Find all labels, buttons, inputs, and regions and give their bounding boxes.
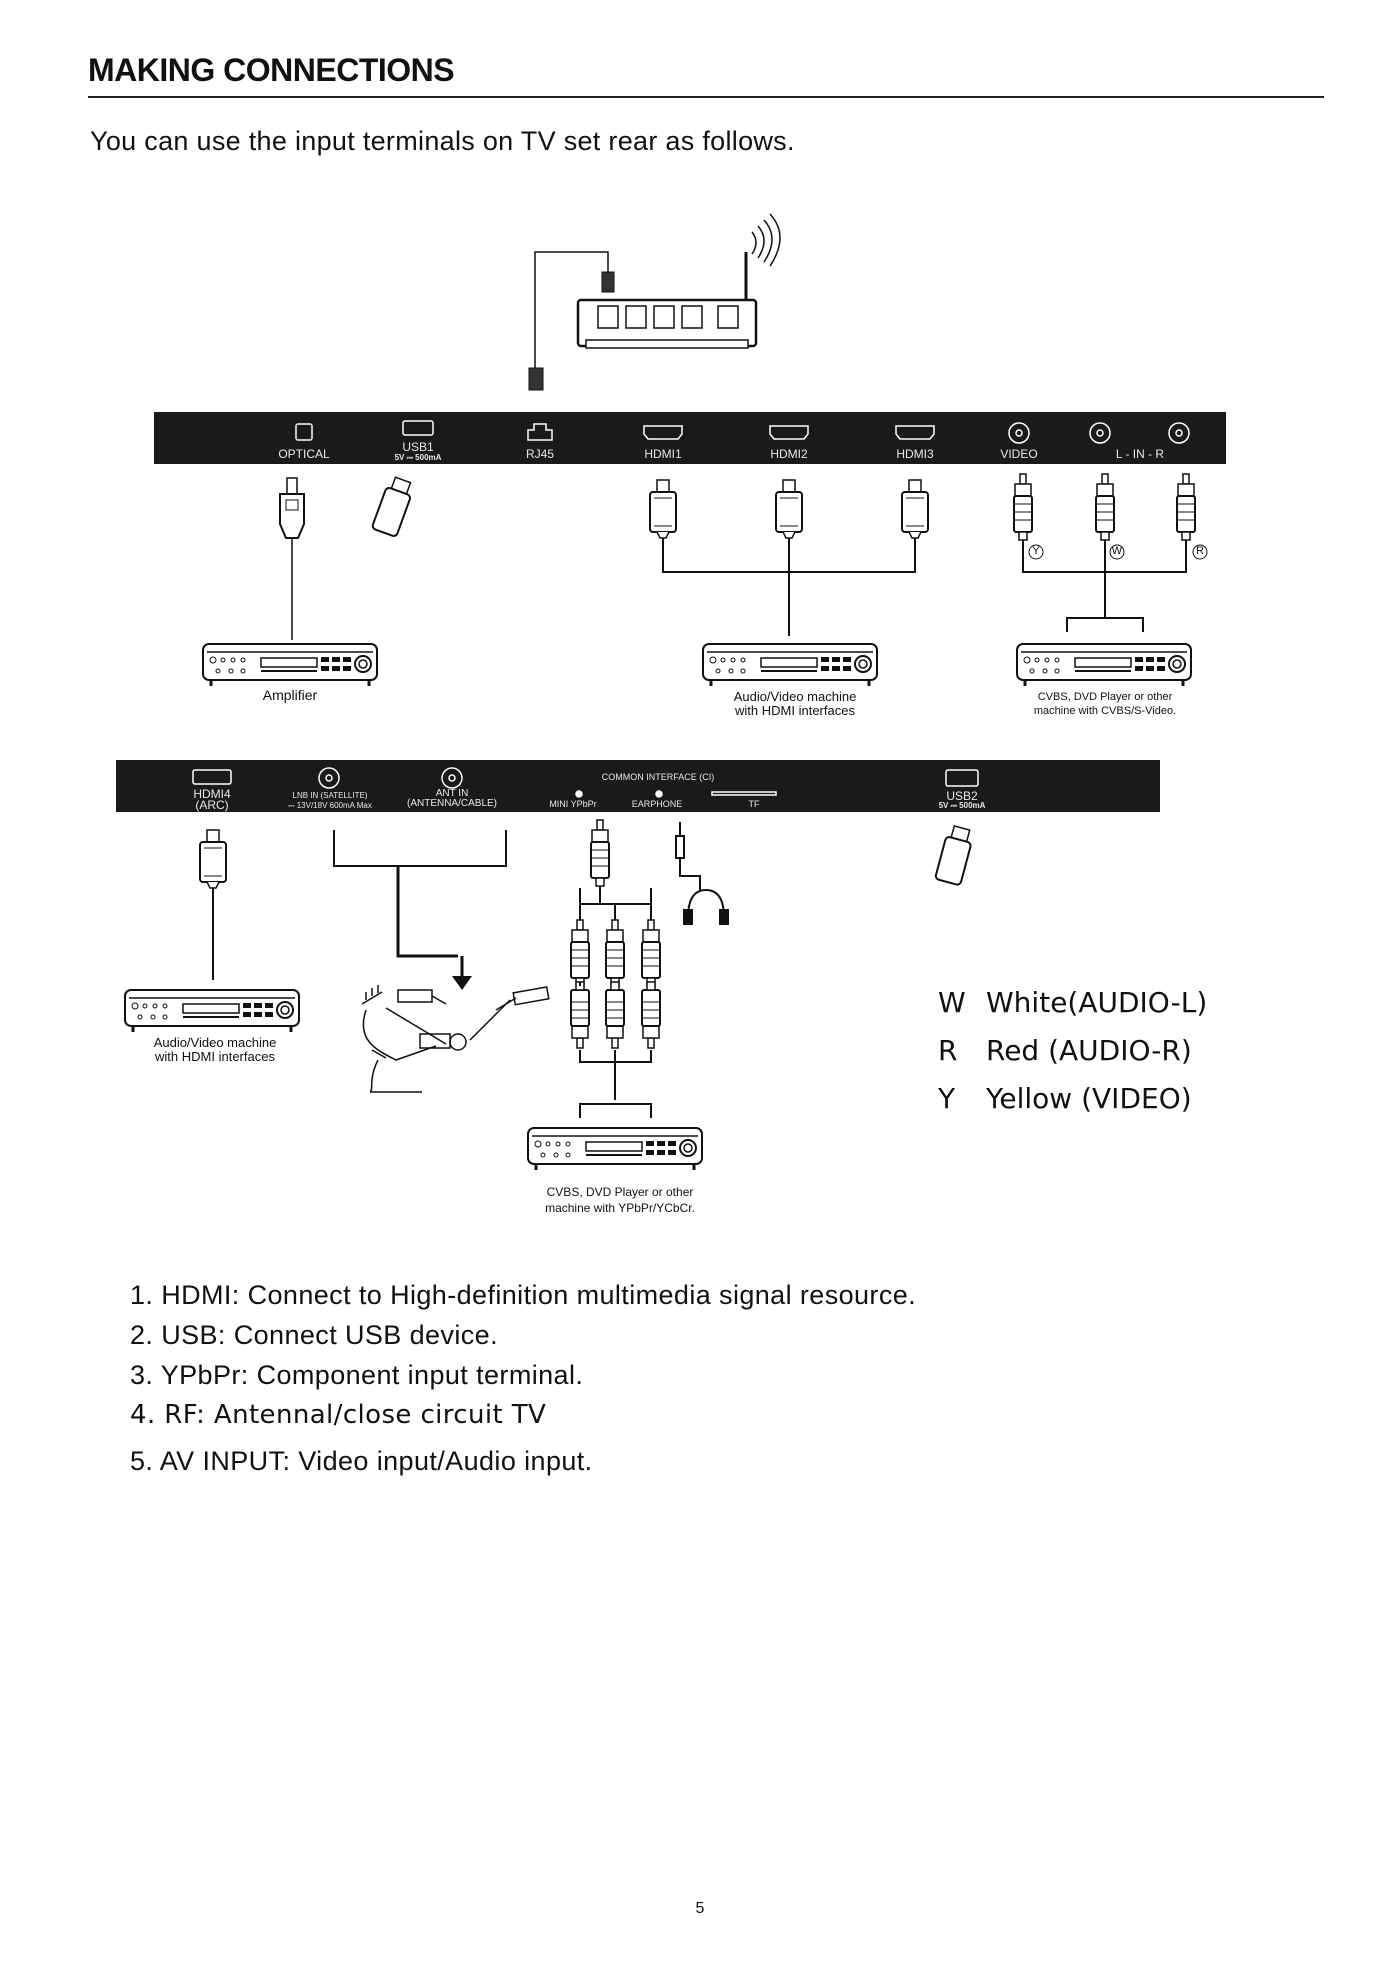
list-item: 2. USB: Connect USB device. <box>130 1320 498 1350</box>
legend-item-yellow: Y Yellow (VIDEO) <box>938 1082 1192 1115</box>
port-label-usb1: USB1 <box>402 440 434 454</box>
port-label-usb2: USB2 <box>946 789 978 803</box>
port-label-ant-sub: (ANTENNA/CABLE) <box>406 798 497 809</box>
device-label-cvbs-top-line1: CVBS, DVD Player or other <box>1037 691 1173 703</box>
marker-w: W <box>1111 545 1123 557</box>
port-label-audio-lr: L - IN - R <box>1115 447 1165 461</box>
device-label-cvbs-bottom-line1: CVBS, DVD Player or other <box>546 1185 694 1199</box>
top-rear-panel <box>154 412 1226 464</box>
device-label-av-hdmi-top-line1: Audio/Video machine <box>733 689 857 704</box>
port-label-tf: TF <box>748 799 760 809</box>
list-item: 3. YPbPr: Component input terminal. <box>130 1360 584 1390</box>
connection-list: 1. HDMI: Connect to High-definition mult… <box>130 1280 916 1486</box>
router-icon <box>576 252 758 349</box>
port-label-video: VIDEO <box>1000 447 1038 461</box>
title-rule <box>88 96 1324 98</box>
bottom-rear-panel <box>116 760 1160 812</box>
port-label-lnb: LNB IN (SATELLITE) <box>292 791 368 800</box>
wifi-icon <box>751 213 781 267</box>
headphone-icon <box>675 822 729 925</box>
optical-plug-icon <box>279 477 305 640</box>
device-label-av-hdmi-top-line2: with HDMI interfaces <box>735 703 855 718</box>
port-label-lnb-power: ⎓ 13V/18V 600mA Max <box>288 801 372 810</box>
legend-key: W <box>938 986 966 1019</box>
port-label-arc: (ARC) <box>195 798 229 812</box>
legend-item-red: R Red (AUDIO-R) <box>938 1034 1192 1067</box>
port-label-mini-ypbpr: MINI YPbPr <box>549 799 597 809</box>
port-label-rj45: RJ45 <box>525 447 554 461</box>
legend-text: Red (AUDIO-R) <box>986 1034 1192 1067</box>
port-label-hdmi4: HDMI4 <box>193 787 231 801</box>
list-item: 4. RF: Antennal/close circuit TV <box>130 1400 547 1430</box>
device-label-cvbs-bottom-line2: machine with YPbPr/YCbCr. <box>545 1201 695 1215</box>
device-label-amplifier: Amplifier <box>262 687 318 703</box>
port-label-hdmi3: HDMI3 <box>896 447 934 461</box>
legend-text: White(AUDIO-L) <box>986 986 1208 1019</box>
legend-key: R <box>938 1034 958 1067</box>
port-label-ant-in: ANT IN <box>435 788 469 799</box>
device-label-av-hdmi-bottom-line1: Audio/Video machine <box>153 1035 277 1050</box>
port-label-usb1-power: 5V ⎓ 500mA <box>394 453 442 462</box>
port-label-ci: COMMON INTERFACE (CI) <box>601 772 715 782</box>
legend-text: Yellow (VIDEO) <box>986 1082 1192 1115</box>
marker-y: Y <box>1032 545 1040 557</box>
port-label-earphone: EARPHONE <box>631 799 683 809</box>
intro-text: You can use the input terminals on TV se… <box>90 126 795 156</box>
port-label-hdmi2: HDMI2 <box>770 447 808 461</box>
device-label-av-hdmi-bottom-line2: with HDMI interfaces <box>155 1049 275 1064</box>
page-number: 5 <box>695 1900 705 1917</box>
port-label-optical: OPTICAL <box>278 447 330 461</box>
ethernet-plug-icon <box>528 251 615 391</box>
port-label-usb2-power: 5V ⎓ 500mA <box>938 801 986 810</box>
legend-key: Y <box>938 1082 956 1115</box>
legend-item-white: W White(AUDIO-L) <box>938 986 1207 1019</box>
marker-r: R <box>1196 545 1204 557</box>
list-item: 5. AV INPUT: Video input/Audio input. <box>130 1446 593 1476</box>
list-item: 1. HDMI: Connect to High-definition mult… <box>130 1280 917 1310</box>
page-title: MAKING CONNECTIONS <box>88 52 455 88</box>
antenna-icon <box>361 985 550 1093</box>
device-label-cvbs-top-line2: machine with CVBS/S-Video. <box>1033 705 1177 717</box>
port-label-hdmi1: HDMI1 <box>644 447 682 461</box>
